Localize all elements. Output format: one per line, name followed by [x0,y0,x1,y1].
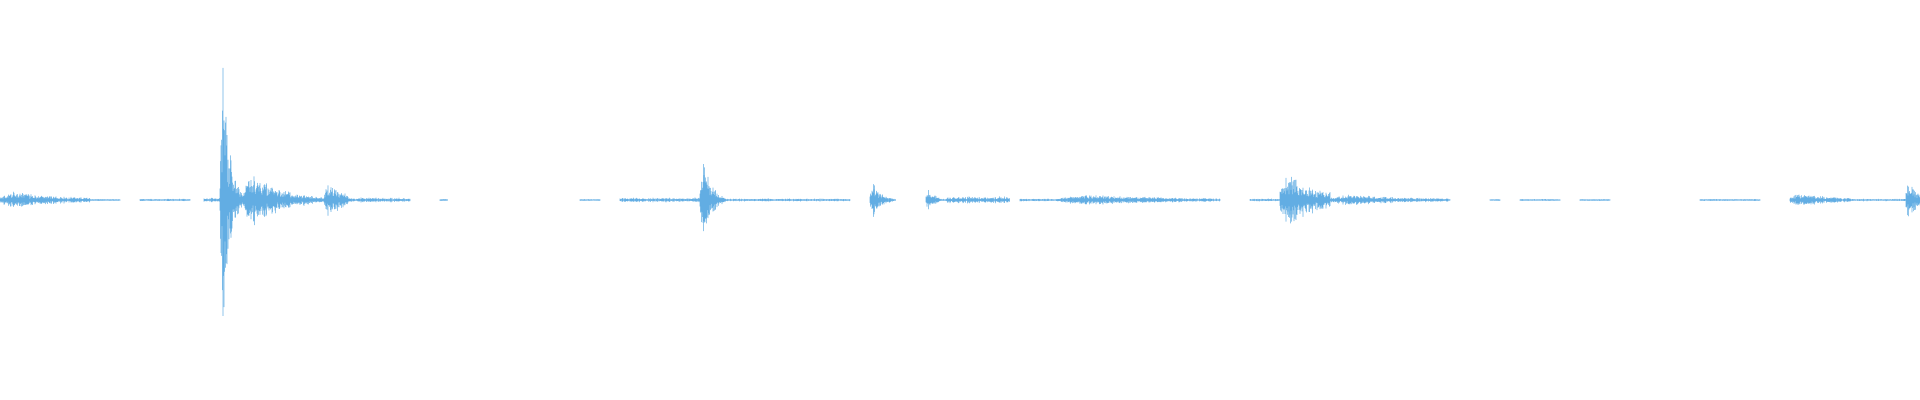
waveform-segment [289,194,324,206]
waveform-segment [945,196,1010,204]
waveform-segment [203,197,221,203]
waveform-segment [725,198,851,202]
waveform-segment [243,176,291,226]
waveform-segment [1059,195,1221,205]
waveform-segment [619,197,701,203]
waveform-segment [0,191,91,207]
waveform-segment [1789,194,1851,206]
waveform-segment [219,67,245,317]
waveform-segment [89,199,121,201]
waveform-segment [925,190,947,210]
waveform-segment [139,198,191,202]
waveform-segment [1329,194,1451,205]
waveform-segment [1249,198,1281,202]
waveform-segment [1699,199,1761,201]
waveform-trace [0,67,1920,317]
waveform-segment [869,184,896,217]
waveform-segment [1905,185,1920,217]
waveform-segment [1279,176,1331,224]
waveform-segment [1019,198,1061,202]
waveform-segment [1519,198,1561,202]
waveform-segment [323,185,349,216]
waveform-segment [1489,199,1501,201]
waveform-segment [579,199,601,201]
waveform-segment [439,199,448,201]
waveform-segment [347,197,411,203]
waveform-segment [1579,199,1611,201]
waveform-segment [1849,198,1907,202]
waveform-segment [699,164,727,232]
